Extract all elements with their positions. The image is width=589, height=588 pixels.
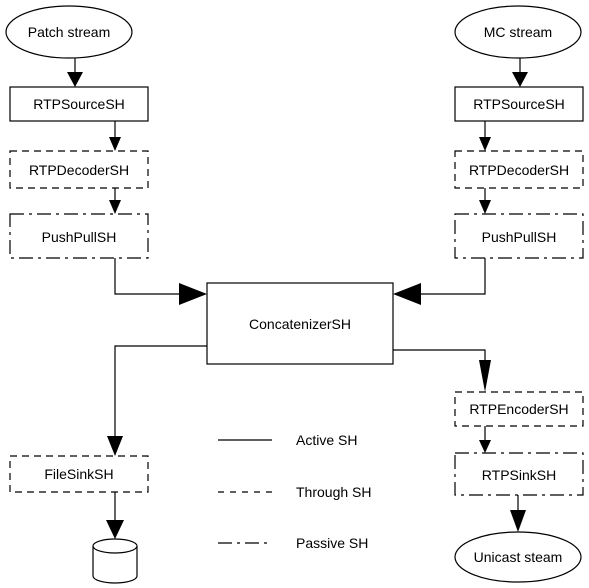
patch-stream-label: Patch stream [27, 24, 111, 40]
arrow-right-source-to-decoder [479, 137, 491, 151]
arrow-sink-to-unicast [510, 510, 526, 532]
left-rtp-source-box [9, 86, 149, 122]
right-push-pull-label: PushPullSH [481, 229, 557, 245]
rtp-encoder-label: RTPEncoderSH [469, 401, 569, 417]
right-rtp-decoder-box [454, 150, 584, 189]
arrow-filesink-to-database [106, 520, 124, 539]
left-rtp-decoder-box [9, 150, 149, 189]
file-sink-box [9, 455, 149, 493]
mc-stream-node [454, 5, 582, 59]
arrow-left-source-to-decoder [109, 137, 121, 151]
legend-passive-label: Passive SH [296, 535, 369, 551]
left-rtp-source-label: RTPSourceSH [33, 96, 125, 112]
connectors [74, 58, 521, 520]
arrow-right-decoder-to-pushpull [479, 200, 491, 214]
concatenizer-label: ConcatenizerSH [249, 316, 351, 332]
left-push-pull-box [9, 213, 149, 259]
right-rtp-source-box [454, 86, 584, 122]
left-push-pull-label: PushPullSH [41, 229, 117, 245]
mc-stream-label: MC stream [483, 24, 553, 40]
arrow-concat-to-encoder [479, 360, 491, 392]
arrow-left-pushpull-to-concat [179, 283, 207, 305]
right-rtp-decoder-label: RTPDecoderSH [468, 162, 570, 178]
rtp-sink-box [454, 452, 584, 496]
arrow-right-pushpull-to-concat [393, 283, 421, 305]
right-push-pull-box [454, 213, 584, 259]
unicast-stream-label: Unicast steam [473, 549, 563, 565]
file-sink-label: FileSinkSH [44, 466, 114, 482]
patch-stream-node [5, 5, 133, 59]
right-rtp-source-label: RTPSourceSH [473, 96, 565, 112]
arrow-left-decoder-to-pushpull [109, 200, 121, 214]
legend-through-label: Through SH [296, 484, 372, 500]
legend-active-label: Active SH [296, 432, 358, 448]
arrow-concat-to-filesink [107, 436, 123, 456]
arrowheads [67, 72, 528, 539]
left-rtp-decoder-label: RTPDecoderSH [28, 162, 130, 178]
arrow-patch-to-source [67, 72, 83, 87]
concatenizer-box [206, 282, 394, 365]
database-icon [92, 538, 138, 584]
rtp-encoder-box [454, 391, 584, 427]
arrow-encoder-to-sink [479, 440, 491, 453]
arrow-mc-to-source [512, 72, 528, 87]
rtp-sink-label: RTPSinkSH [481, 467, 557, 483]
